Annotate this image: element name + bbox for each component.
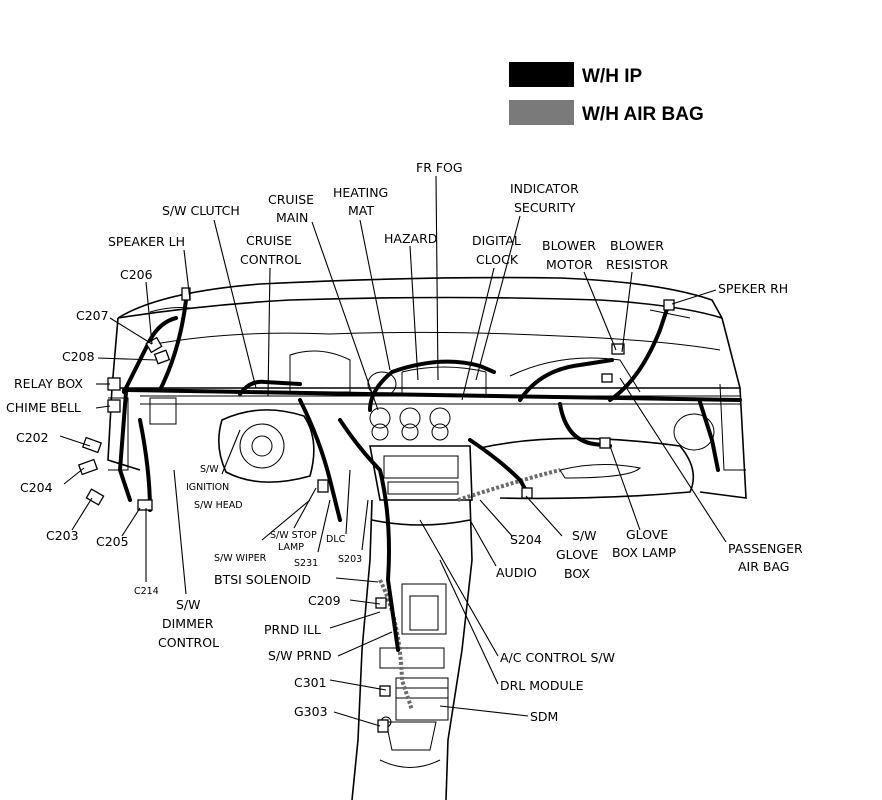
label-btsi-solenoid: BTSI SOLENOID	[214, 572, 311, 587]
label-c204: C204	[20, 480, 53, 495]
label-sw-stop-lamp-1: S/W STOP	[270, 530, 317, 541]
label-passenger-1: PASSENGER	[728, 541, 803, 556]
label-relay-box: RELAY BOX	[14, 376, 83, 391]
label-glove-lamp-2: BOX LAMP	[612, 545, 677, 560]
label-c301: C301	[294, 675, 327, 690]
label-c207: C207	[76, 308, 109, 323]
label-sw-glove-3: BOX	[564, 566, 590, 581]
label-audio: AUDIO	[496, 565, 537, 580]
label-sw-dimmer-3: CONTROL	[158, 635, 219, 650]
label-ac-control: A/C CONTROL S/W	[500, 650, 615, 665]
label-drl-module: DRL MODULE	[500, 678, 584, 693]
label-g303: G303	[294, 704, 328, 719]
label-sw-head: S/W HEAD	[194, 500, 243, 511]
label-sw-dimmer-2: DIMMER	[162, 616, 214, 631]
label-cruise-control-2: CONTROL	[240, 252, 301, 267]
label-c214: C214	[134, 586, 159, 597]
label-passenger-2: AIR BAG	[738, 559, 790, 574]
label-s203: S203	[338, 554, 362, 565]
label-sw-glove-2: GLOVE	[556, 547, 598, 562]
label-c208: C208	[62, 349, 95, 364]
label-sw-ignition-2: IGNITION	[186, 482, 229, 493]
label-fr-fog: FR FOG	[416, 160, 463, 175]
label-clock: CLOCK	[476, 252, 519, 267]
component-labels: FR FOG INDICATOR SECURITY HEATING MAT CR…	[6, 160, 803, 724]
label-cruise-main-1: CRUISE	[268, 192, 314, 207]
legend-airbag-label: W/H AIR BAG	[582, 104, 704, 125]
label-blower-motor-2: MOTOR	[546, 257, 593, 272]
label-indicator: INDICATOR	[510, 181, 579, 196]
label-sw-prnd: S/W PRND	[268, 648, 332, 663]
label-prnd-ill: PRND ILL	[264, 622, 321, 637]
legend-airbag-swatch	[509, 100, 574, 125]
label-speaker-lh: SPEAKER LH	[108, 234, 185, 249]
label-s204: S204	[510, 532, 542, 547]
label-c203: C203	[46, 528, 79, 543]
label-mat: MAT	[348, 203, 374, 218]
label-c202: C202	[16, 430, 49, 445]
label-c209: C209	[308, 593, 341, 608]
label-sw-stop-lamp-2: LAMP	[278, 542, 304, 553]
label-speker-rh: SPEKER RH	[718, 281, 788, 296]
legend-ip-swatch	[509, 62, 574, 87]
legend: W/H IP W/H AIR BAG	[509, 62, 704, 125]
label-c206: C206	[120, 267, 153, 282]
label-cruise-control-1: CRUISE	[246, 233, 292, 248]
label-sdm: SDM	[530, 709, 558, 724]
label-security: SECURITY	[514, 200, 576, 215]
label-sw-dimmer-1: S/W	[176, 597, 201, 612]
label-hazard: HAZARD	[384, 231, 437, 246]
label-heating: HEATING	[333, 185, 388, 200]
label-sw-ignition-1: S/W	[200, 464, 219, 475]
label-sw-glove-1: S/W	[572, 528, 597, 543]
label-sw-wiper: S/W WIPER	[214, 553, 267, 564]
label-chime-bell: CHIME BELL	[6, 400, 81, 415]
label-blower-resistor-2: RESISTOR	[606, 257, 669, 272]
label-cruise-main-2: MAIN	[276, 210, 308, 225]
label-c205: C205	[96, 534, 129, 549]
label-digital: DIGITAL	[472, 233, 521, 248]
label-s231: S231	[294, 558, 318, 569]
leader-lines	[59, 175, 727, 727]
ip-harness	[118, 298, 742, 652]
label-dlc: DLC	[326, 534, 346, 545]
label-sw-clutch: S/W CLUTCH	[162, 203, 240, 218]
legend-ip-label: W/H IP	[582, 66, 642, 87]
label-blower-resistor-1: BLOWER	[610, 238, 664, 253]
label-blower-motor-1: BLOWER	[542, 238, 596, 253]
label-glove-lamp-1: GLOVE	[626, 527, 668, 542]
connectors	[77, 287, 675, 733]
